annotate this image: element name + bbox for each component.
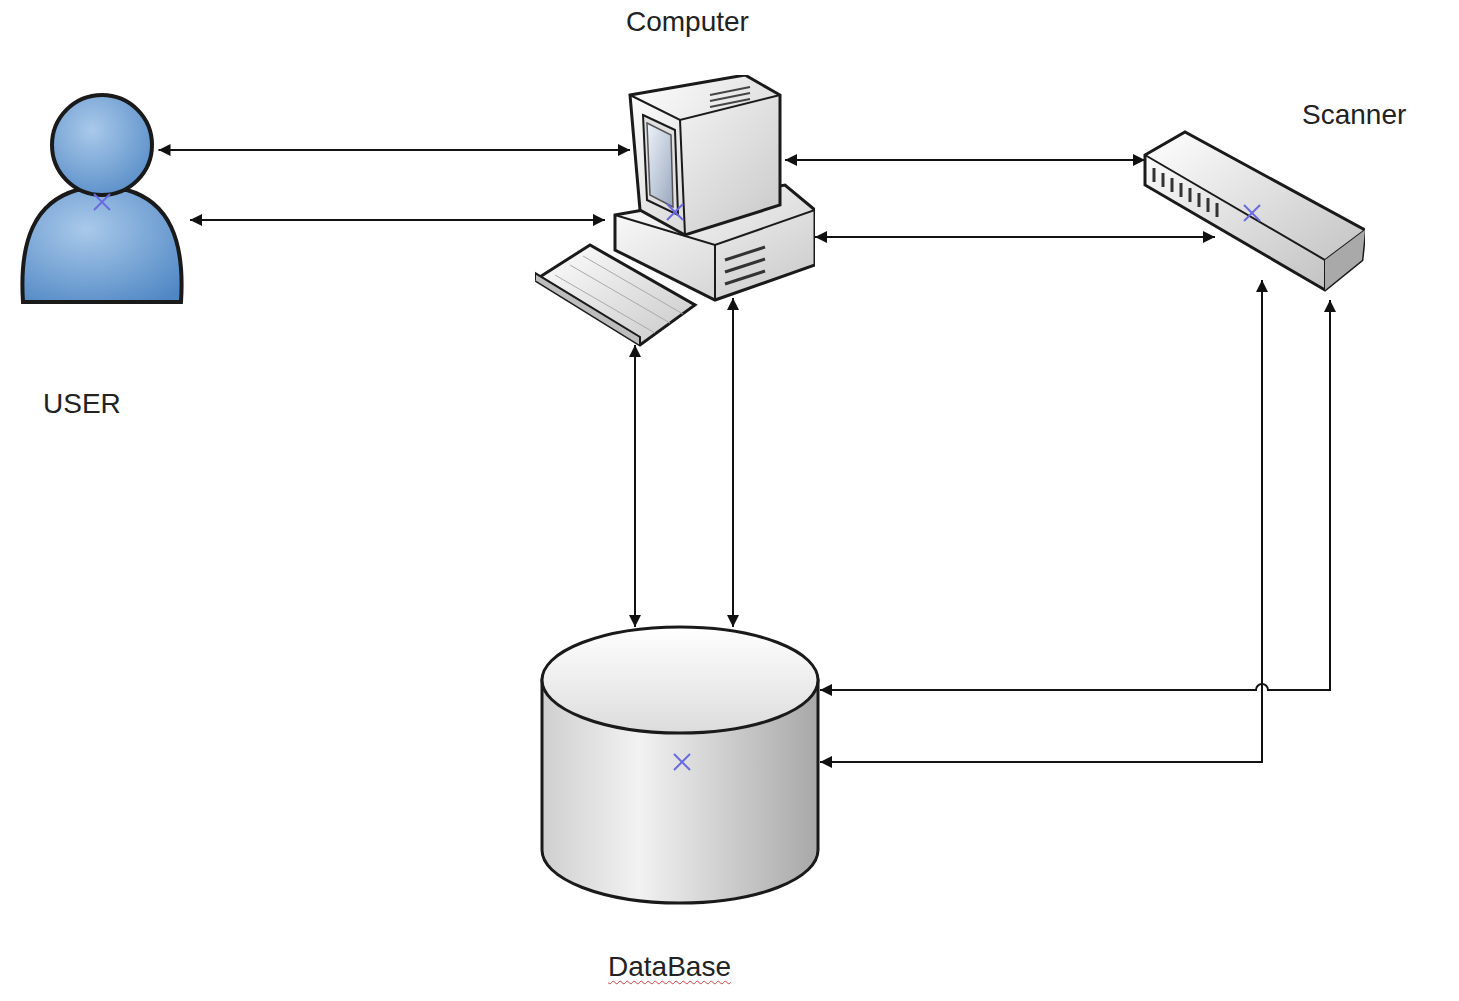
node-label: Scanner (1302, 98, 1406, 132)
connector-arrow (159, 149, 631, 151)
database-cylinder (540, 625, 820, 905)
computer-icon (535, 75, 815, 350)
user-icon (15, 90, 190, 315)
computer-node: Computer (535, 75, 815, 350)
database-node: DataBase (540, 625, 820, 905)
scanner-node: Scanner (1140, 130, 1365, 295)
connector-arrow (785, 159, 1145, 161)
connector-arrow (815, 236, 1215, 238)
user-node: USER (15, 90, 190, 315)
connector-arrow (820, 280, 1262, 762)
connector-arrow (634, 345, 636, 627)
scanner-icon (1140, 130, 1365, 295)
connector-arrow (190, 219, 605, 221)
connector-arrow (732, 298, 734, 627)
connector-arrow (820, 300, 1330, 690)
node-label: DataBase (608, 950, 731, 984)
node-label: USER (43, 387, 121, 421)
node-label: Computer (626, 5, 749, 39)
